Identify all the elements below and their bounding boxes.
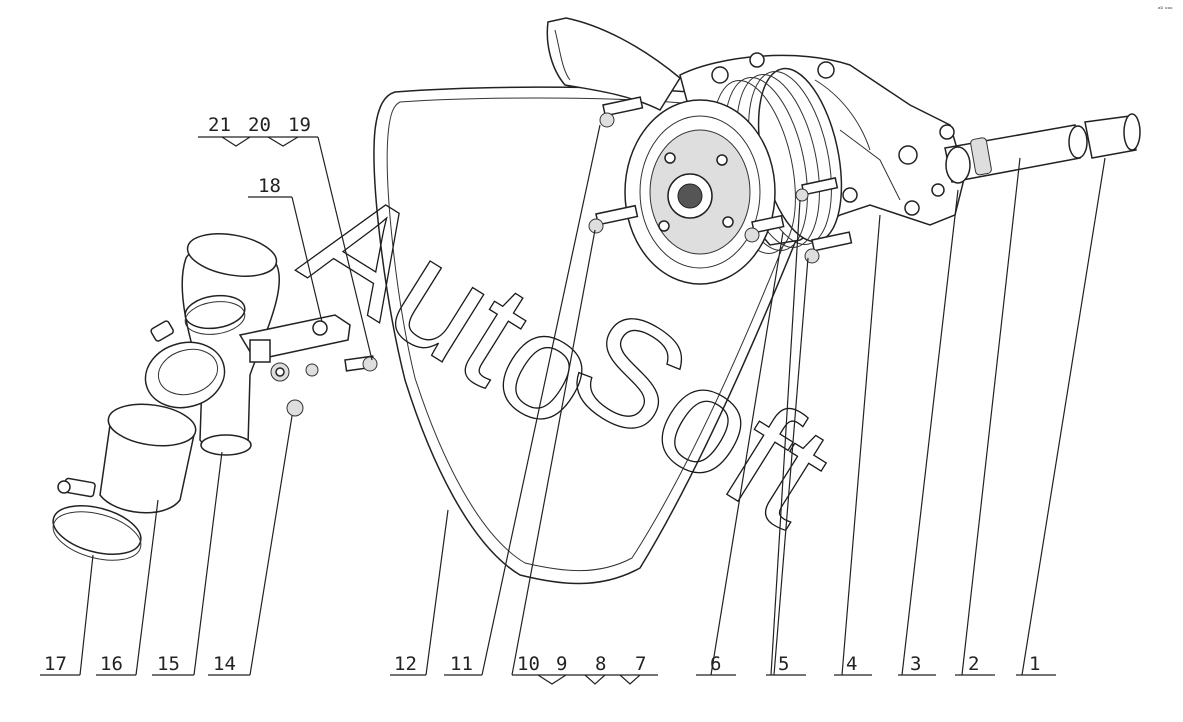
- pump-bolts: [588, 96, 853, 264]
- callout-6: 6: [710, 653, 721, 675]
- callout-5: 5: [778, 653, 789, 675]
- callout-numbers: 21 20 19 18 17 16 15 14 12 11 10 9 8 7 6…: [44, 114, 1040, 675]
- callout-12: 12: [394, 653, 417, 675]
- callout-2: 2: [968, 653, 979, 675]
- callout-9: 9: [556, 653, 567, 675]
- callout-15: 15: [157, 653, 180, 675]
- callout-11: 11: [450, 653, 473, 675]
- leader-lines: [40, 124, 1106, 685]
- hose-clamp-upper: [184, 294, 246, 335]
- hose-clamp-mid: [144, 320, 226, 409]
- bracket-fasteners: [270, 355, 378, 417]
- callout-4: 4: [846, 653, 857, 675]
- callout-10: 10: [517, 653, 540, 675]
- callout-14: 14: [213, 653, 236, 675]
- callout-7: 7: [635, 653, 646, 675]
- callout-21: 21: [208, 114, 231, 136]
- pulley-hub: [624, 99, 776, 285]
- callout-8: 8: [595, 653, 606, 675]
- bypass-pipe: [944, 124, 1081, 184]
- hose-clamp-lower: [52, 477, 142, 561]
- corner-mark: ᵃᴰ ᵒᵒᵒ: [1158, 6, 1173, 13]
- callout-18: 18: [258, 175, 281, 197]
- mounting-bracket: [238, 314, 351, 363]
- callout-20: 20: [248, 114, 271, 136]
- callout-19: 19: [288, 114, 311, 136]
- callout-3: 3: [910, 653, 921, 675]
- pipe-cap: [1068, 113, 1141, 159]
- callout-1: 1: [1029, 653, 1040, 675]
- callout-17: 17: [44, 653, 67, 675]
- callout-16: 16: [100, 653, 123, 675]
- coolant-hose: [99, 403, 197, 514]
